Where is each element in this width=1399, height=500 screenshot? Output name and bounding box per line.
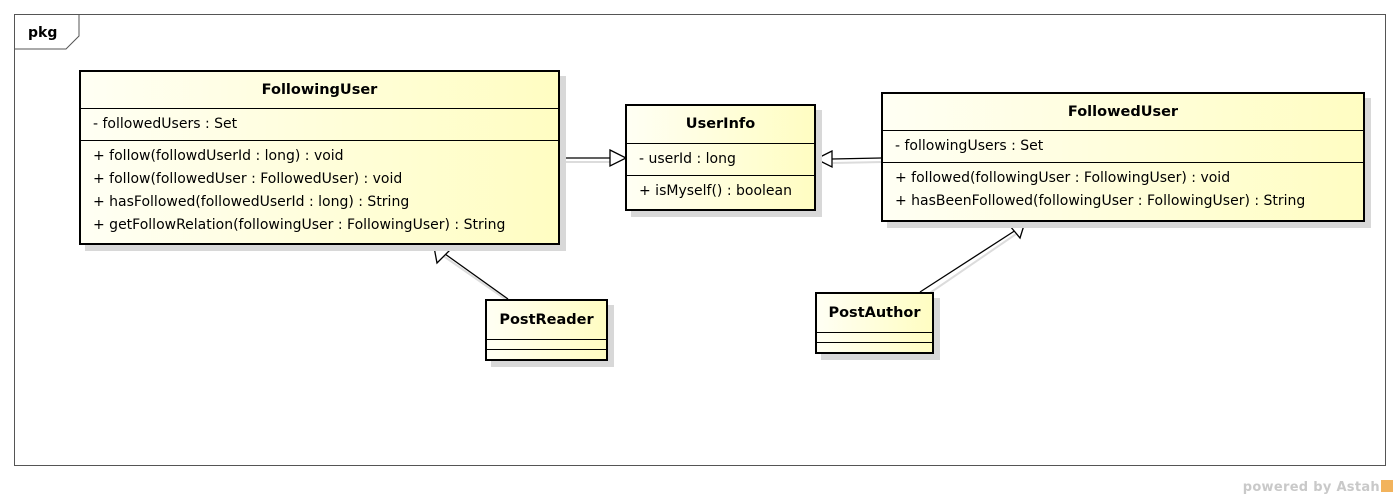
watermark-text: powered by Astah bbox=[1242, 480, 1380, 495]
astah-logo-icon bbox=[1381, 480, 1393, 492]
package-frame bbox=[14, 14, 1386, 466]
attributes-section: - userId : long bbox=[627, 143, 814, 175]
generalization-postreader-followinguser bbox=[433, 246, 509, 300]
package-frame-label: pkg bbox=[28, 25, 58, 41]
operations-section: + followed(followingUser : FollowingUser… bbox=[883, 162, 1363, 217]
attribute-followedusers: - followedUsers : Set bbox=[93, 116, 238, 132]
attribute-userid: - userId : long bbox=[639, 151, 736, 167]
operations-section: + isMyself() : boolean bbox=[627, 175, 814, 207]
attributes-section bbox=[817, 332, 932, 342]
class-userinfo[interactable]: UserInfo - userId : long + isMyself() : … bbox=[625, 104, 816, 211]
class-postreader[interactable]: PostReader bbox=[485, 299, 608, 361]
class-name: PostAuthor bbox=[828, 305, 921, 321]
attributes-section bbox=[487, 339, 606, 349]
operations-section bbox=[817, 342, 932, 352]
attribute-followingusers: - followingUsers : Set bbox=[895, 138, 1044, 154]
operation-hasfollowed: + hasFollowed(followedUserId : long) : S… bbox=[93, 194, 410, 210]
generalization-postauthor-followeduser bbox=[919, 221, 1026, 293]
class-followinguser[interactable]: FollowingUser - followedUsers : Set + fo… bbox=[79, 70, 560, 245]
class-name: PostReader bbox=[499, 312, 594, 328]
operations-section: + follow(followdUserId : long) : void + … bbox=[81, 140, 558, 241]
operation-follow-by-id: + follow(followdUserId : long) : void bbox=[93, 148, 344, 164]
attributes-section: - followingUsers : Set bbox=[883, 130, 1363, 162]
operation-hasbeenfollowed: + hasBeenFollowed(followingUser : Follow… bbox=[895, 193, 1306, 209]
class-followeduser[interactable]: FollowedUser - followingUsers : Set + fo… bbox=[881, 92, 1365, 222]
operation-getfollowrelation: + getFollowRelation(followingUser : Foll… bbox=[93, 217, 506, 233]
class-name: UserInfo bbox=[685, 116, 756, 132]
attributes-section: - followedUsers : Set bbox=[81, 108, 558, 140]
class-name: FollowingUser bbox=[261, 82, 378, 98]
operation-followed: + followed(followingUser : FollowingUser… bbox=[895, 170, 1231, 186]
class-postauthor[interactable]: PostAuthor bbox=[815, 292, 934, 354]
operations-section bbox=[487, 349, 606, 359]
astah-watermark: powered by Astah bbox=[1243, 480, 1393, 495]
operation-ismyself: + isMyself() : boolean bbox=[639, 183, 792, 199]
class-name: FollowedUser bbox=[1067, 104, 1179, 120]
operation-follow-by-user: + follow(followedUser : FollowedUser) : … bbox=[93, 171, 403, 187]
generalization-followinguser-userinfo bbox=[560, 148, 628, 168]
generalization-followeduser-userinfo bbox=[814, 149, 882, 169]
package-frame-tab bbox=[14, 14, 80, 50]
